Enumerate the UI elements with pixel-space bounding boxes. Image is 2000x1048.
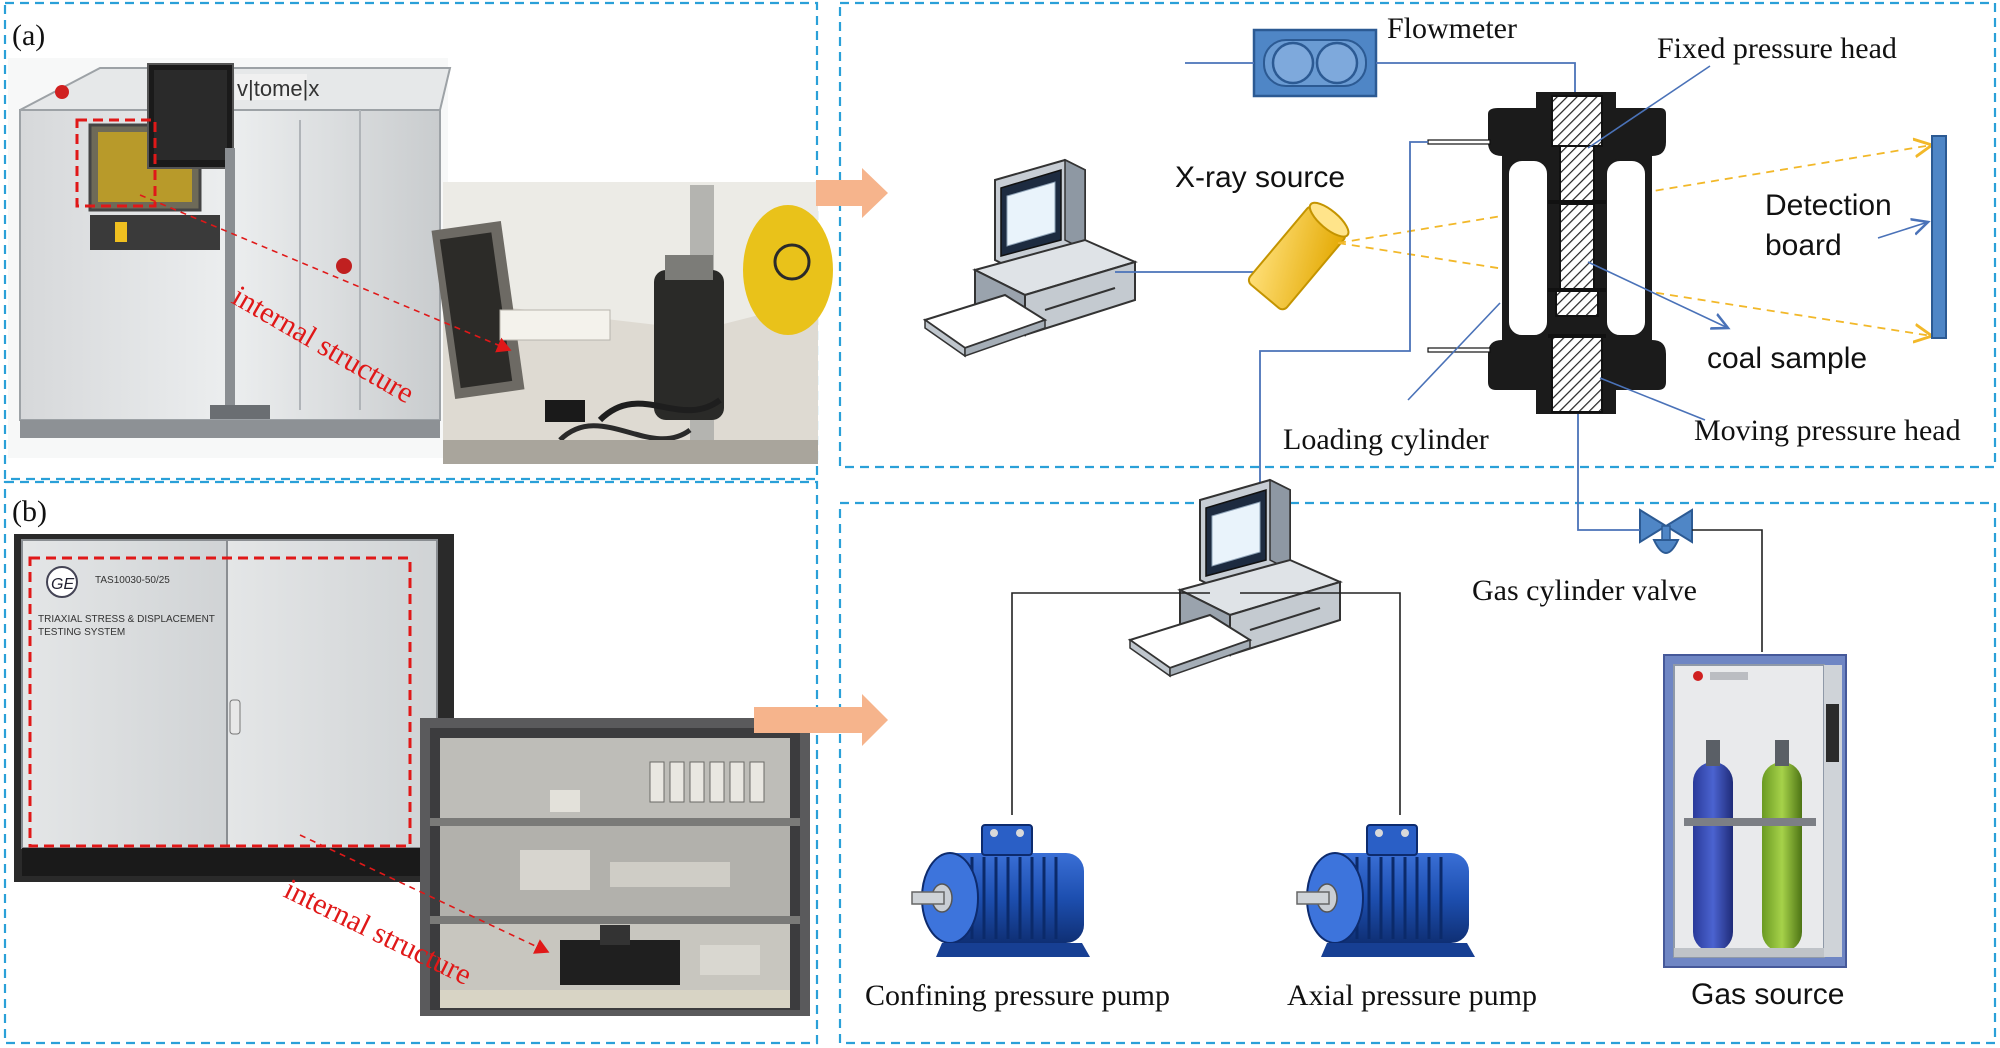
control-frame [838, 501, 1997, 1045]
loading-cylinder-pointer [1407, 302, 1501, 401]
gas-source-label: Gas source [1691, 978, 1844, 1011]
ct-machine-photo: v|tome|x [8, 58, 452, 458]
cell-to-controller-line [1259, 141, 1428, 497]
connector-arrow-b [754, 694, 888, 746]
detection-board-label-1: Detection [1765, 189, 1892, 222]
triaxial-cell [1427, 92, 1666, 414]
flowmeter-to-cell-line [1376, 62, 1576, 92]
controller-to-confining-line [1011, 592, 1210, 818]
flowmeter-icon [1252, 28, 1378, 98]
panel-b-label: (b) [12, 495, 47, 528]
ct-internal-photo [431, 182, 833, 464]
panel-b-frame [3, 480, 819, 1045]
cabinet-title-line2: TESTING SYSTEM [38, 627, 125, 638]
x-ray-source-icon [1247, 201, 1350, 311]
ge-logo-text: GE [51, 576, 74, 593]
connector-arrow-a [816, 168, 888, 218]
moving-head-pointer [1599, 377, 1706, 421]
confining-pressure-pump-label: Confining pressure pump [865, 979, 1170, 1012]
gas-cylinder-valve-label: Gas cylinder valve [1472, 574, 1697, 607]
computer-icon [924, 159, 1136, 357]
axial-pump-motor-icon [1295, 813, 1494, 967]
loading-cylinder-label: Loading cylinder [1283, 423, 1489, 456]
axial-pressure-pump-label: Axial pressure pump [1287, 979, 1537, 1012]
internal-structure-arrow-a [139, 194, 512, 353]
cell-to-valve-connector [1577, 506, 1640, 531]
coal-sample-pointer [1587, 261, 1728, 328]
cabinet-title-line1: TRIAXIAL STRESS & DISPLACEMENT [38, 614, 215, 625]
valve-to-gas-line [1692, 529, 1763, 652]
panel-a-label: (a) [12, 19, 45, 52]
panel-a-tag-bg [8, 12, 58, 54]
fixed-head-pointer [1587, 65, 1711, 149]
detection-board-label-2: board [1765, 229, 1842, 262]
ct-brand-text: v|tome|x [237, 76, 319, 101]
confining-pump-motor-icon [910, 813, 1109, 967]
moving-pressure-head-label: Moving pressure head [1694, 414, 1961, 447]
cabinet-red-highlight [28, 556, 412, 848]
flowmeter-label: Flowmeter [1387, 12, 1517, 45]
triaxial-cabinet-photo: GE TAS10030-50/25 TRIAXIAL STRESS & DISP… [14, 534, 454, 882]
coal-sample-label: coal sample [1707, 342, 1867, 375]
cabinet-model: TAS10030-50/25 [95, 575, 170, 586]
detection-board-pointer [1877, 222, 1928, 239]
gas-cabinet-icon [1663, 654, 1847, 968]
x-ray-source-label: X-ray source [1175, 161, 1345, 194]
fixed-pressure-head-label: Fixed pressure head [1657, 32, 1897, 65]
internal-structure-arrow-b [299, 834, 550, 954]
panel-b-tag-bg [8, 488, 58, 530]
schematic-frame [838, 1, 1997, 469]
valve-icon [1639, 508, 1693, 554]
ct-red-highlight [75, 118, 157, 208]
cabinet-internal-photo [420, 718, 810, 1016]
controller-computer-icon [1129, 479, 1341, 677]
controller-to-axial-line [1240, 592, 1401, 818]
detection-board-icon [1931, 135, 1947, 339]
